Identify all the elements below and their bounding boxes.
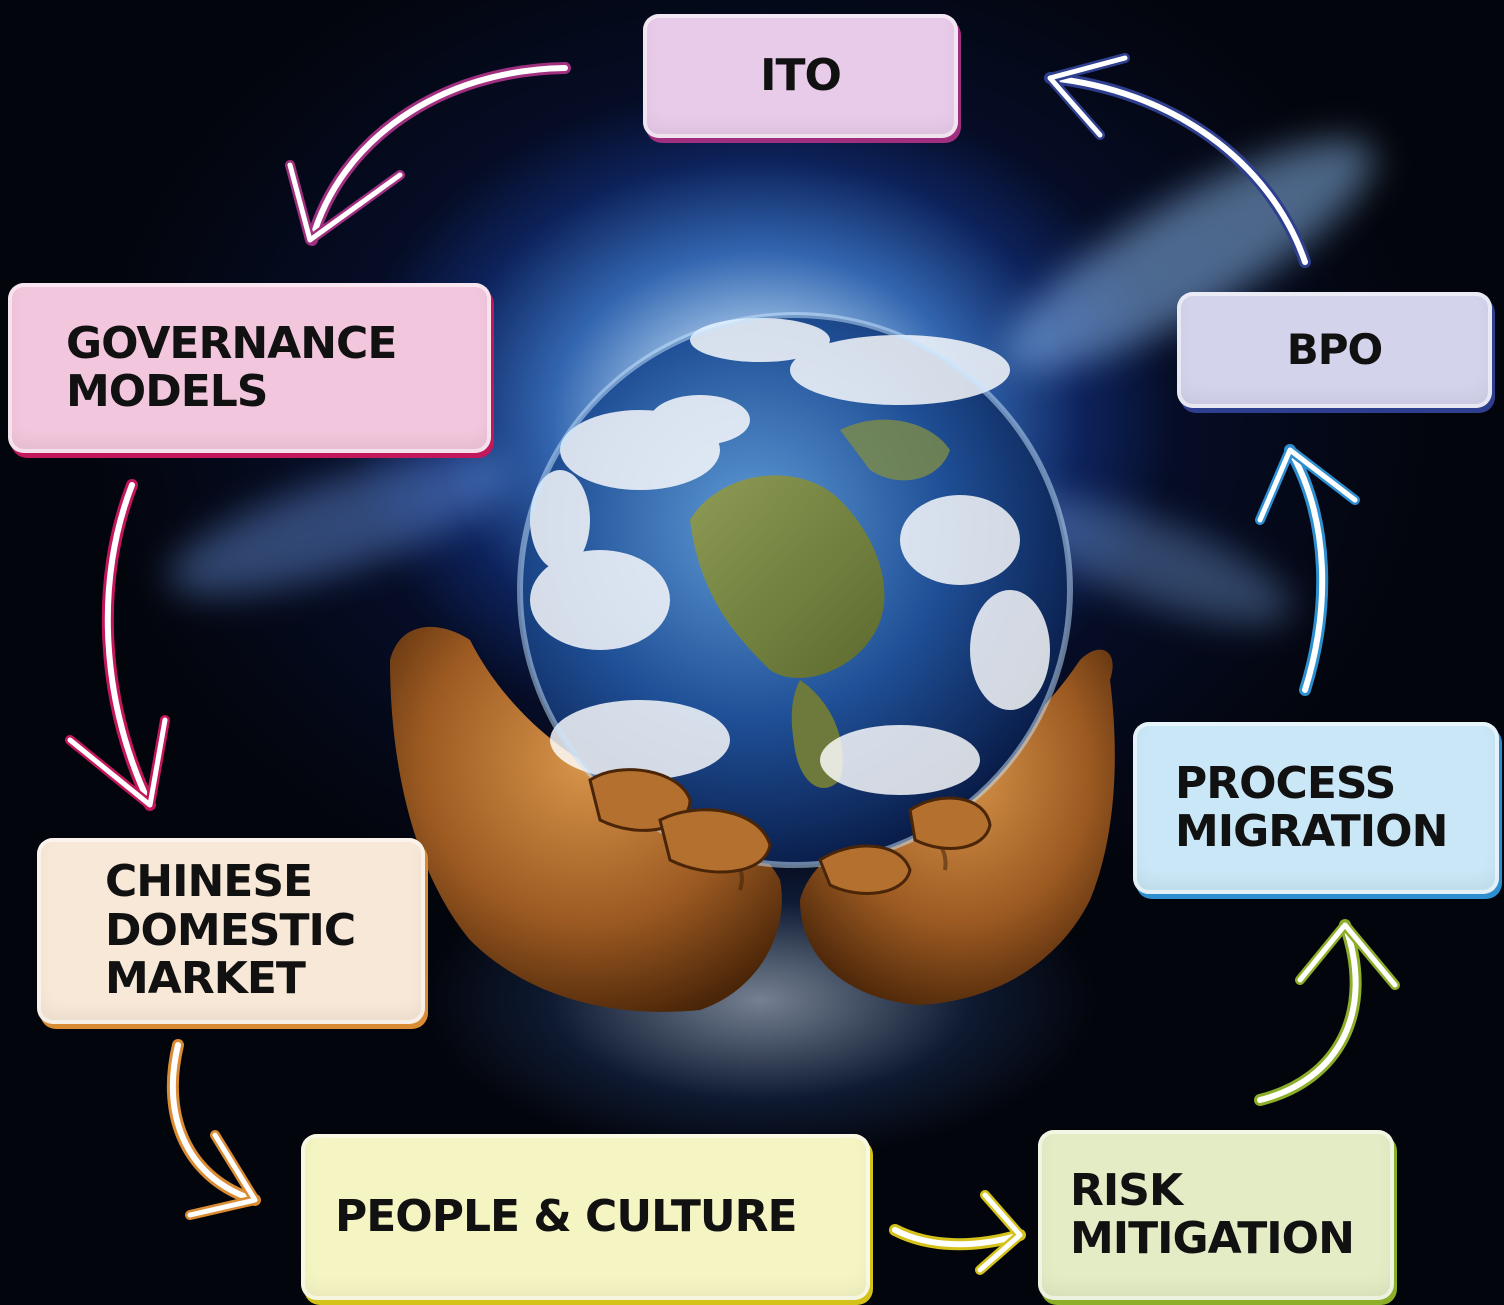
flow-arrows (65, 53, 1400, 1275)
fingers (588, 768, 992, 895)
node-label: PROCESS MIGRATION (1175, 757, 1448, 857)
arrow-risk-to-process (1254, 919, 1400, 1106)
node-governance-models: GOVERNANCE MODELS (8, 283, 491, 453)
arrow-bpo-to-ito (1044, 53, 1311, 268)
node-ito: ITO (643, 14, 958, 138)
arrow-chinese-to-people (166, 1039, 261, 1220)
node-label: PEOPLE & CULTURE (335, 1190, 798, 1242)
node-risk-mitigation: RISK MITIGATION (1038, 1130, 1394, 1300)
node-bpo: BPO (1177, 292, 1492, 408)
globe (517, 312, 1073, 868)
arrow-people-to-risk (889, 1190, 1026, 1275)
node-label: GOVERNANCE MODELS (66, 317, 397, 417)
node-label: RISK MITIGATION (1070, 1164, 1355, 1264)
arrow-ito-to-governance (285, 62, 571, 246)
arrow-governance-to-chinese (65, 479, 170, 811)
node-label: BPO (1286, 324, 1383, 374)
node-chinese-domestic-market: CHINESE DOMESTIC MARKET (37, 838, 425, 1024)
node-people-and-culture: PEOPLE & CULTURE (301, 1134, 870, 1300)
node-process-migration: PROCESS MIGRATION (1133, 722, 1499, 894)
node-label: ITO (760, 49, 842, 101)
arrow-process-to-bpo (1255, 444, 1360, 696)
node-label: CHINESE DOMESTIC MARKET (105, 856, 356, 1005)
